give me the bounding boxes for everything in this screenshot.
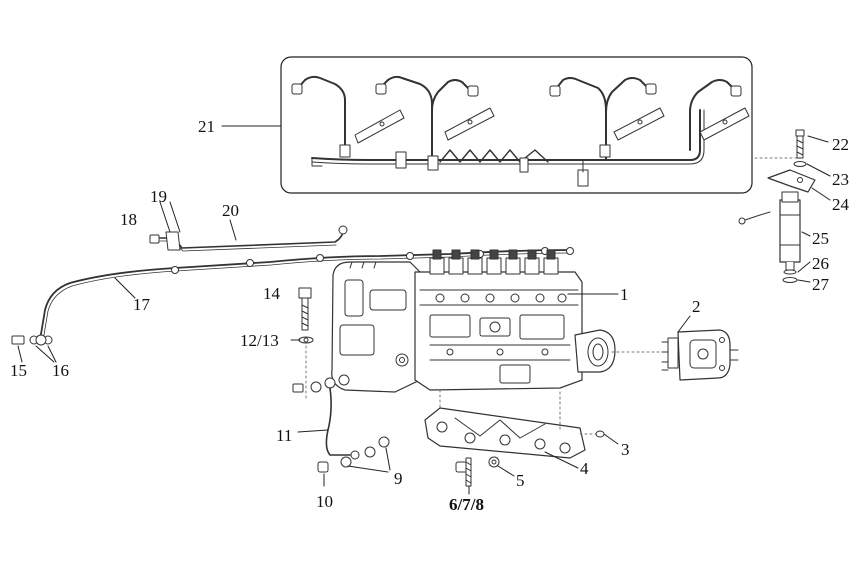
callout-16: 16 <box>52 361 69 380</box>
leader-22 <box>807 135 829 143</box>
leader-23 <box>806 163 831 177</box>
bolt-14 <box>298 287 314 344</box>
mounting-bracket-4 <box>424 389 597 459</box>
leader-16 <box>35 345 57 363</box>
callout-2: 2 <box>692 297 701 316</box>
callout-18: 18 <box>120 210 137 229</box>
callout-23: 23 <box>832 170 849 189</box>
callout-15: 15 <box>10 361 27 380</box>
oil-pipe-11 <box>292 374 390 473</box>
leader-4 <box>544 451 579 469</box>
callout-24: 24 <box>832 195 849 214</box>
callout-3: 3 <box>621 440 630 459</box>
callout-27: 27 <box>812 275 829 294</box>
callout-9: 9 <box>394 469 403 488</box>
leader-5 <box>497 465 515 477</box>
leader-11 <box>297 429 329 433</box>
callout-4: 4 <box>580 459 589 478</box>
leader-25 <box>801 231 811 237</box>
leader-9 <box>347 447 391 473</box>
callout-11: 11 <box>276 426 293 445</box>
callout-10: 10 <box>316 492 333 511</box>
injector-assembly <box>738 129 816 283</box>
callout-5: 5 <box>516 471 525 490</box>
callout-6-7-8: 6/7/8 <box>449 495 484 514</box>
return-pipe-upper <box>149 225 348 252</box>
leader-15 <box>17 345 23 363</box>
callout-21: 21 <box>198 117 215 136</box>
leader-20 <box>229 219 237 241</box>
callout-20: 20 <box>222 201 239 220</box>
leader-27 <box>797 279 811 283</box>
callout-1: 1 <box>620 285 629 304</box>
leader-19 <box>159 201 181 233</box>
callout-19: 19 <box>150 187 167 206</box>
callout-22: 22 <box>832 135 849 154</box>
callout-14: 14 <box>263 284 280 303</box>
injector-pipes-group <box>280 56 753 194</box>
callout-12-13: 12/13 <box>240 331 279 350</box>
bolt-3 <box>595 430 619 445</box>
coupling-2 <box>611 329 739 381</box>
leader-17 <box>114 277 136 299</box>
injection-pump <box>331 249 616 393</box>
leader-24 <box>811 187 831 201</box>
bolt-6-7-8 <box>455 456 500 487</box>
leader-2 <box>677 315 691 333</box>
leader-26 <box>797 261 811 273</box>
callout-25: 25 <box>812 229 829 248</box>
callout-26: 26 <box>812 254 829 273</box>
callout-17: 17 <box>133 295 150 314</box>
